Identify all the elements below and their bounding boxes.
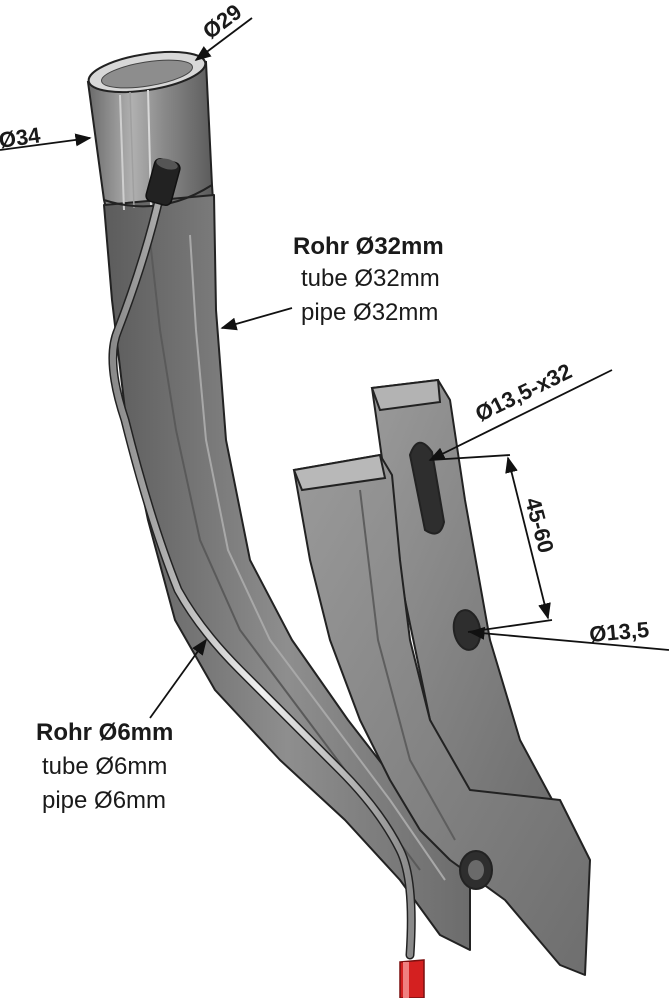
bent-shank-body <box>103 194 471 951</box>
dimension-lines <box>0 17 669 719</box>
small-tube-label-de: Rohr Ø6mm <box>36 719 173 746</box>
dim-line-spacing <box>505 456 551 620</box>
small-tube-label-tube: tube Ø6mm <box>42 753 167 780</box>
label-slot: Ø13,5-x32 <box>471 358 575 426</box>
leader-hole <box>468 626 669 651</box>
label-hole-spacing: 45-60 <box>520 495 559 556</box>
share-plate-assembly <box>292 378 591 976</box>
dim-line-34 <box>0 133 92 151</box>
label-diameter-29: Ø29 <box>198 0 246 44</box>
label-diameter-34: Ø34 <box>0 122 43 153</box>
main-tube-callout: Rohr Ø32mm tube Ø32mm pipe Ø32mm <box>293 233 444 326</box>
small-pipe <box>108 157 425 998</box>
small-tube-label-pipe: pipe Ø6mm <box>42 787 166 814</box>
leader-small-tube <box>149 638 207 719</box>
small-tube-callout: Rohr Ø6mm tube Ø6mm pipe Ø6mm <box>36 719 173 814</box>
main-tube-label-pipe: pipe Ø32mm <box>301 299 438 326</box>
front-wear-plate <box>293 454 591 976</box>
dim-line-29 <box>194 17 253 61</box>
slot-hole <box>408 441 446 535</box>
main-tube-label-de: Rohr Ø32mm <box>293 233 444 260</box>
label-hole-diameter: Ø13,5 <box>588 617 650 647</box>
leader-main-tube <box>220 307 293 331</box>
main-tube-label-tube: tube Ø32mm <box>301 265 440 292</box>
leader-slot <box>428 369 613 461</box>
